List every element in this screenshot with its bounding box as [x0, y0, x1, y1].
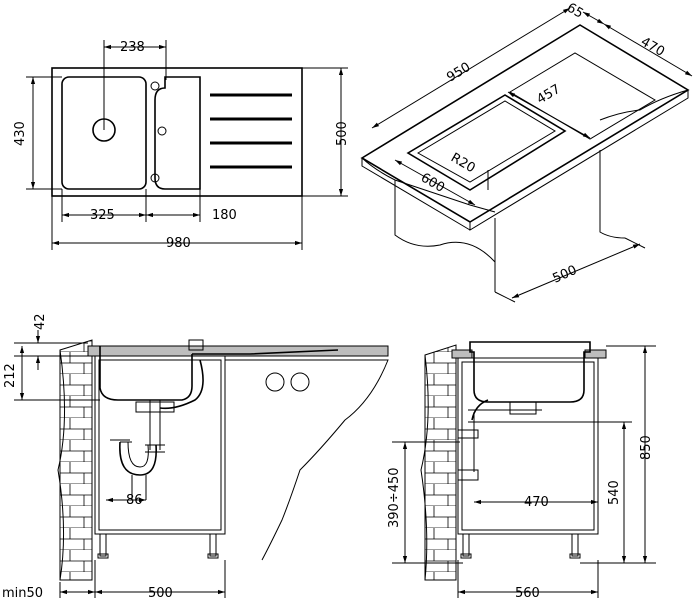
front-view: 850 540 390÷450 470 560 — [387, 341, 656, 600]
side-wall — [59, 339, 93, 581]
dim-500-side: 500 — [148, 586, 173, 600]
dim-950: 950 — [444, 60, 473, 86]
dim-850: 850 — [639, 435, 654, 460]
iso-drainboard — [509, 52, 656, 140]
dim-180: 180 — [212, 208, 237, 223]
dim-457: 457 — [534, 82, 563, 108]
dim-560: 560 — [515, 586, 540, 600]
side-countertop — [87, 345, 389, 357]
dim-980: 980 — [166, 236, 191, 251]
dim-390-450: 390÷450 — [387, 467, 402, 528]
dim-min50: min50 — [2, 586, 43, 600]
overflow-hole — [150, 173, 160, 183]
dim-212: 212 — [3, 363, 18, 388]
drainboard-grooves — [210, 93, 292, 169]
side-cabinet-back — [225, 359, 389, 561]
front-cabinet — [457, 357, 599, 535]
small-bowl — [154, 76, 201, 190]
isometric-view: 950 65 470 457 R20 600 500 — [360, 0, 693, 303]
side-view: 42 212 86 min50 500 — [2, 313, 389, 600]
top-view: 238 430 500 325 180 980 — [13, 40, 350, 251]
dim-470-front: 470 — [524, 495, 549, 510]
front-countertop — [451, 349, 607, 359]
dim-500-top: 500 — [335, 121, 350, 146]
side-cabinet — [94, 355, 226, 535]
side-trap — [119, 441, 157, 476]
dim-42: 42 — [33, 313, 48, 330]
front-wall — [424, 344, 457, 581]
iso-cabinet — [394, 150, 626, 290]
dim-470-iso: 470 — [638, 34, 667, 59]
dim-325: 325 — [90, 208, 115, 223]
small-drain — [157, 126, 167, 136]
dim-500-iso: 500 — [551, 263, 580, 287]
dim-238: 238 — [120, 40, 145, 55]
side-overflow-hose — [159, 359, 204, 410]
dim-86: 86 — [126, 493, 143, 508]
side-drainboard — [192, 349, 339, 355]
tap-hole — [150, 81, 160, 91]
iso-sink-top — [360, 24, 690, 223]
front-bowl — [469, 341, 591, 403]
dim-540: 540 — [607, 480, 622, 505]
dim-65: 65 — [564, 0, 586, 21]
dim-430: 430 — [13, 121, 28, 146]
sink-outline — [51, 67, 303, 197]
